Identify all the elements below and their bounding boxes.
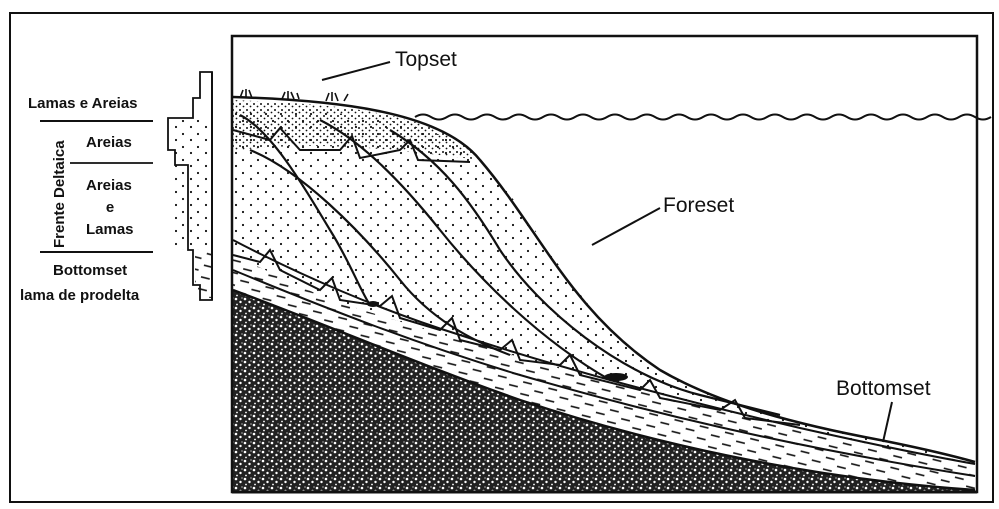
areias-label: Areias	[86, 134, 132, 151]
frente-deltaica-label: Frente Deltaica	[51, 140, 68, 248]
label-foreset: Foreset	[592, 194, 734, 245]
areias-e-lamas-line1: Areias	[86, 177, 132, 194]
topset-label: Topset	[395, 48, 457, 71]
water-surface	[415, 115, 991, 120]
lamas-e-areias-label: Lamas e Areias	[28, 95, 138, 112]
label-bottomset: Bottomset	[836, 377, 931, 442]
lens-mark-2	[604, 373, 628, 381]
areias-e-lamas-line3: Lamas	[86, 221, 134, 238]
column-mud-fill	[195, 252, 211, 298]
bottomset-column-line1: Bottomset	[53, 262, 127, 279]
bottomset-label: Bottomset	[836, 377, 931, 400]
block-diagram	[232, 36, 991, 492]
label-topset: Topset	[322, 48, 457, 80]
stratigraphic-column: Lamas e Areias Frente Deltaica Areias Ar…	[20, 72, 212, 304]
bottomset-column-line2: lama de prodelta	[20, 287, 140, 304]
column-sand-fill	[175, 120, 211, 250]
areias-e-lamas-line2: e	[106, 199, 114, 216]
foreset-label: Foreset	[663, 194, 734, 217]
lens-mark-1	[367, 301, 379, 307]
